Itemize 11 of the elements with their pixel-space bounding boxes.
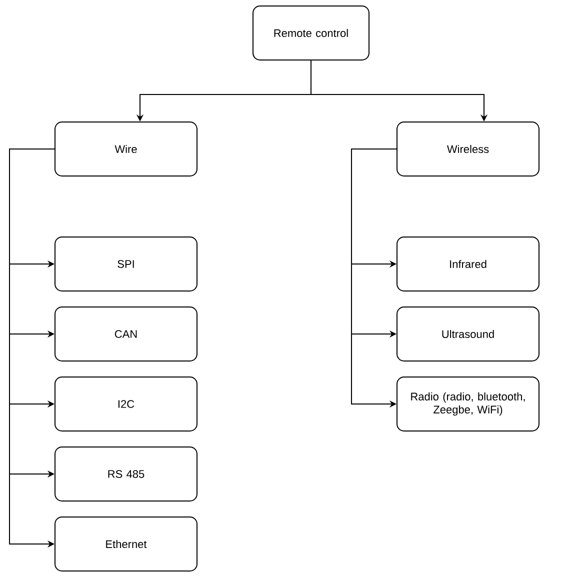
process-box: RS 485 xyxy=(54,446,198,502)
process-box: Ultrasound xyxy=(396,306,540,362)
process-box: I2C xyxy=(54,376,198,432)
process-box: Ethernet xyxy=(54,516,198,572)
process-box: Wire xyxy=(54,122,198,176)
process-box: CAN xyxy=(54,306,198,362)
process-box: Radio (radio, bluetooth, Zeegbe, WiFi) xyxy=(396,376,540,432)
process-box: SPI xyxy=(54,236,198,292)
process-box: Infrared xyxy=(396,236,540,292)
process-box: Remote control xyxy=(252,6,370,60)
process-box: Wireless xyxy=(396,122,540,176)
